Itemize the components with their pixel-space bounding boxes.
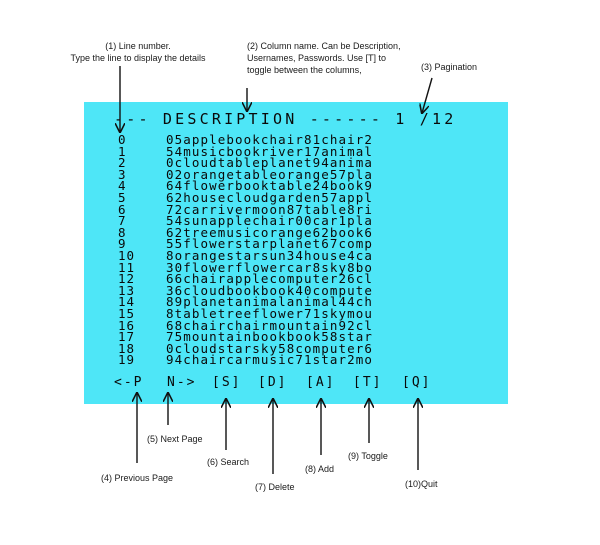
line-number[interactable]: 16 — [118, 317, 136, 333]
annotation-delete: (7) Delete — [255, 482, 295, 492]
line-number[interactable]: 17 — [118, 329, 136, 345]
entry-text: 8orangestarsun34house4ca — [166, 247, 374, 263]
line-number[interactable]: 7 — [118, 213, 127, 229]
entry-text: 05applebookchair81chair2 — [166, 132, 374, 147]
entry-text: 55flowerstarplanet67comp — [166, 236, 374, 252]
column-header: --- DESCRIPTION ------ 1 /12 — [114, 110, 457, 128]
entry-text: 0cloudstarsky58computer6 — [166, 340, 374, 356]
annotation-column-name-1: (2) Column name. Can be Description, — [247, 41, 401, 51]
line-number[interactable]: 12 — [118, 271, 136, 287]
line-number[interactable]: 6 — [118, 201, 127, 217]
annotation-column-name-2: Usernames, Passwords. Use [T] to — [247, 53, 387, 63]
annotation-line-number-2: Type the line to display the details — [70, 53, 206, 63]
annotation-line-number: (1) Line number. Type the line to displa… — [58, 40, 218, 64]
entry-text: 0cloudtableplanet94anima — [166, 155, 374, 171]
annotation-add: (8) Add — [305, 464, 335, 474]
entry-text: 36cloudbookbook40compute — [166, 282, 374, 298]
entry-text: 62housecloudgarden57appl — [166, 189, 374, 205]
prev-page-key[interactable]: <-P — [114, 375, 144, 390]
entry-text: 72carrivermoon87table8ri — [166, 201, 374, 217]
entry-text: 64flowerbooktable24book9 — [166, 178, 374, 194]
line-number[interactable]: 13 — [118, 282, 136, 298]
line-number[interactable]: 11 — [118, 259, 136, 275]
annotation-pagination: (3) Pagination — [421, 62, 478, 72]
delete-key[interactable]: [D] — [258, 375, 288, 390]
entry-text: 02orangetableorange57pla — [166, 166, 374, 182]
entry-text: 8tabletreeflower71skymou — [166, 305, 374, 321]
quit-key[interactable]: [Q] — [402, 375, 432, 390]
line-number[interactable]: 9 — [118, 236, 127, 252]
next-page-key[interactable]: N-> — [167, 375, 197, 390]
entry-text: 30flowerflowercar8sky8bo — [166, 259, 374, 275]
entry-text: 89planetanimalanimal44ch — [166, 294, 374, 310]
line-number[interactable]: 3 — [118, 166, 127, 182]
line-number[interactable]: 8 — [118, 224, 127, 240]
entry-text: 54musicbookriver17animal — [166, 143, 374, 159]
annotation-search: (6) Search — [207, 457, 250, 467]
line-number[interactable]: 4 — [118, 178, 127, 194]
line-number[interactable]: 14 — [118, 294, 136, 310]
annotation-column-name-3: toggle between the columns, — [247, 65, 362, 75]
line-number[interactable]: 1 — [118, 143, 127, 159]
line-number[interactable]: 0 — [118, 132, 127, 147]
line-number[interactable]: 10 — [118, 247, 136, 263]
annotation-line-number-1: (1) Line number. — [105, 41, 171, 51]
annotation-next-page: (5) Next Page — [147, 434, 203, 444]
line-number[interactable]: 19 — [118, 352, 136, 368]
line-number[interactable]: 18 — [118, 340, 136, 356]
line-number[interactable]: 15 — [118, 305, 136, 321]
annotation-toggle: (9) Toggle — [348, 451, 388, 461]
add-key[interactable]: [A] — [306, 375, 336, 390]
line-number[interactable]: 5 — [118, 189, 127, 205]
annotation-column-name: (2) Column name. Can be Description, Use… — [247, 40, 427, 76]
annotation-previous-page: (4) Previous Page — [101, 473, 174, 483]
entry-text: 54sunapplechair00car1pla — [166, 213, 374, 229]
entry-text: 75mountainbookbook58star — [166, 329, 374, 345]
entry-text: 66chairapplecomputer26cl — [166, 271, 374, 287]
entry-text: 94chaircarmusic71star2mo — [166, 352, 374, 368]
line-number[interactable]: 2 — [118, 155, 127, 171]
annotation-quit: (10)Quit — [405, 479, 438, 489]
search-key[interactable]: [S] — [212, 375, 242, 390]
entry-text: 68chairchairmountain92cl — [166, 317, 374, 333]
toggle-key[interactable]: [T] — [353, 375, 383, 390]
entry-text: 62treemusicorange62book6 — [166, 224, 374, 240]
